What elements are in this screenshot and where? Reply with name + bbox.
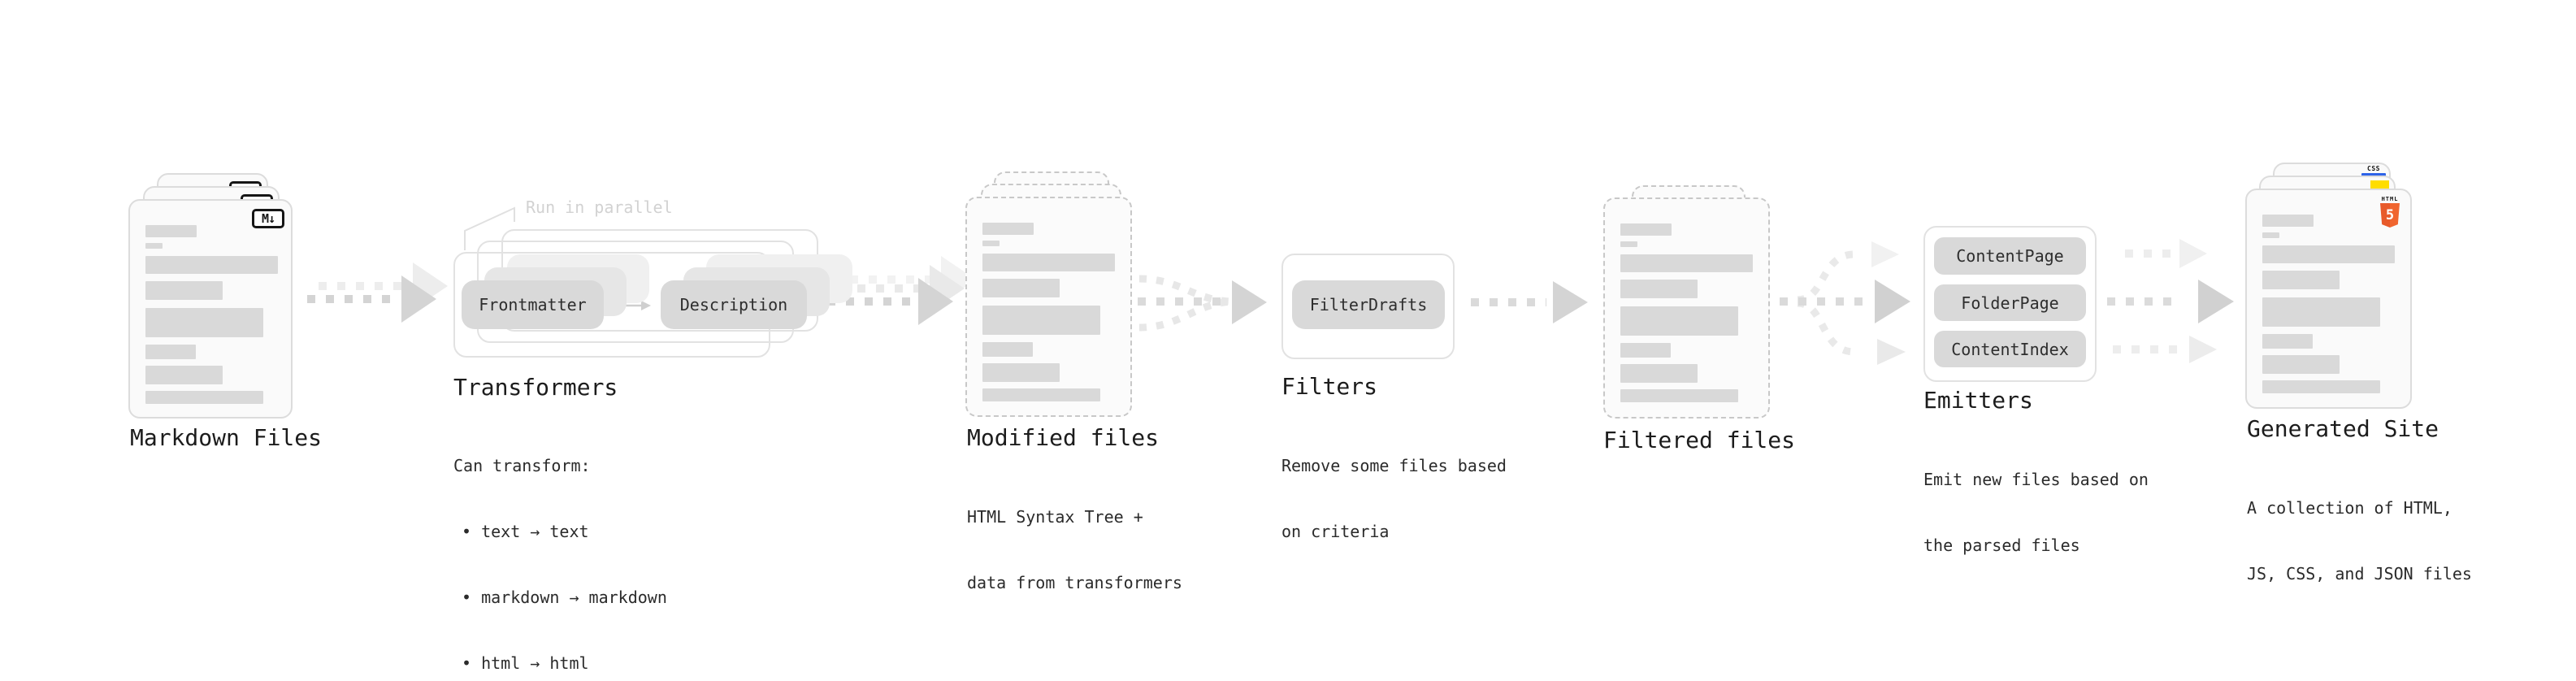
emitters-container xyxy=(1923,226,2097,382)
doc-text-line xyxy=(982,241,1000,246)
filtered-files-title: Filtered files xyxy=(1603,427,1796,453)
doc-text-line xyxy=(982,388,1100,401)
transformers-note: Can transform: • text → text • markdown … xyxy=(453,411,667,681)
doc-text-line xyxy=(1620,343,1671,358)
emitter-content-page: ContentPage xyxy=(1934,237,2086,275)
frontmatter-box: Frontmatter xyxy=(462,280,604,329)
filters-note: Remove some files based on criteria xyxy=(1281,411,1507,587)
transformers-bullet: • text → text xyxy=(462,522,589,541)
arrow-emitters-to-generated xyxy=(2107,239,2234,363)
filtered-doc-card-front xyxy=(1603,197,1770,419)
css-badge-underline xyxy=(2361,173,2386,176)
css-badge-icon: CSS xyxy=(2361,166,2386,176)
doc-text-line xyxy=(145,256,278,274)
doc-text-line xyxy=(145,391,263,404)
doc-text-line xyxy=(1620,223,1672,236)
arrow-filtered-to-emitters xyxy=(1780,241,1910,365)
emitter-content-index: ContentIndex xyxy=(1934,331,2086,367)
doc-text-line xyxy=(1620,364,1698,383)
doc-text-line xyxy=(2262,380,2380,393)
markdown-files-title: Markdown Files xyxy=(130,424,323,451)
js-badge-icon xyxy=(2370,180,2389,189)
html5-number: 5 xyxy=(2385,206,2395,223)
doc-text-line xyxy=(1620,241,1637,247)
transformers-bullet: • html → html xyxy=(462,653,589,673)
doc-text-line xyxy=(145,345,196,359)
emitters-title: Emitters xyxy=(1923,387,2033,414)
doc-text-line xyxy=(1620,280,1698,298)
doc-text-line xyxy=(1620,306,1738,336)
doc-text-line xyxy=(982,254,1115,271)
doc-text-line xyxy=(1620,389,1738,402)
modified-doc-card-front xyxy=(965,197,1132,417)
modified-files-note-line: HTML Syntax Tree + xyxy=(967,507,1143,527)
filters-title: Filters xyxy=(1281,373,1378,400)
filters-note-line: Remove some files based xyxy=(1281,456,1507,475)
generated-site-note-line: A collection of HTML, xyxy=(2247,498,2452,518)
emitters-note-line: Emit new files based on xyxy=(1923,470,2149,489)
markdown-icon: M↓ xyxy=(252,209,284,228)
emitter-folder-page: FolderPage xyxy=(1934,284,2086,321)
transformers-title: Transformers xyxy=(453,374,618,401)
doc-text-line xyxy=(2262,245,2395,263)
doc-text-line xyxy=(145,308,263,337)
doc-text-line xyxy=(982,223,1034,235)
doc-text-line xyxy=(982,363,1060,382)
doc-text-line xyxy=(145,281,223,300)
emitters-note-line: the parsed files xyxy=(1923,536,2080,555)
run-in-parallel-label: Run in parallel xyxy=(526,197,673,217)
doc-text-line xyxy=(2262,334,2313,349)
html5-label: HTML xyxy=(2381,196,2399,202)
filters-container xyxy=(1281,254,1455,359)
generated-site-note: A collection of HTML, JS, CSS, and JSON … xyxy=(2247,453,2472,629)
doc-text-line xyxy=(2262,232,2279,238)
transformers-note-heading: Can transform: xyxy=(453,456,591,475)
modified-files-note-line: data from transformers xyxy=(967,573,1182,592)
doc-text-line xyxy=(2262,355,2340,374)
doc-text-line xyxy=(145,243,163,249)
modified-files-title: Modified files xyxy=(967,424,1160,451)
doc-text-line xyxy=(2262,215,2314,227)
transformers-bullet: • markdown → markdown xyxy=(462,588,667,607)
modified-files-note: HTML Syntax Tree + data from transformer… xyxy=(967,462,1182,638)
doc-text-line xyxy=(982,279,1060,297)
generated-site-title: Generated Site xyxy=(2247,415,2439,442)
arrow-filters-to-filtered xyxy=(1471,281,1588,323)
filter-drafts-box: FilterDrafts xyxy=(1292,280,1445,329)
emitters-note: Emit new files based on the parsed files xyxy=(1923,425,2149,601)
doc-text-line xyxy=(2262,271,2340,289)
html5-shield: 5 xyxy=(2380,203,2400,228)
arrow-modified-to-filters xyxy=(1138,275,1267,332)
html5-icon: HTML 5 xyxy=(2379,196,2400,228)
doc-text-line xyxy=(2262,297,2380,327)
markdown-doc-card-front: M↓ xyxy=(128,199,293,419)
arrow-markdown-to-transformers xyxy=(307,262,448,323)
filters-note-line: on criteria xyxy=(1281,522,1390,541)
generated-doc-card-html: HTML 5 xyxy=(2245,189,2412,409)
generated-site-note-line: JS, CSS, and JSON files xyxy=(2247,564,2472,583)
doc-text-line xyxy=(145,366,223,384)
doc-text-line xyxy=(145,225,197,237)
doc-text-line xyxy=(982,306,1100,335)
doc-text-line xyxy=(1620,254,1753,272)
css-badge-label: CSS xyxy=(2367,165,2380,172)
doc-text-line xyxy=(982,342,1033,357)
description-box: Description xyxy=(661,280,807,329)
